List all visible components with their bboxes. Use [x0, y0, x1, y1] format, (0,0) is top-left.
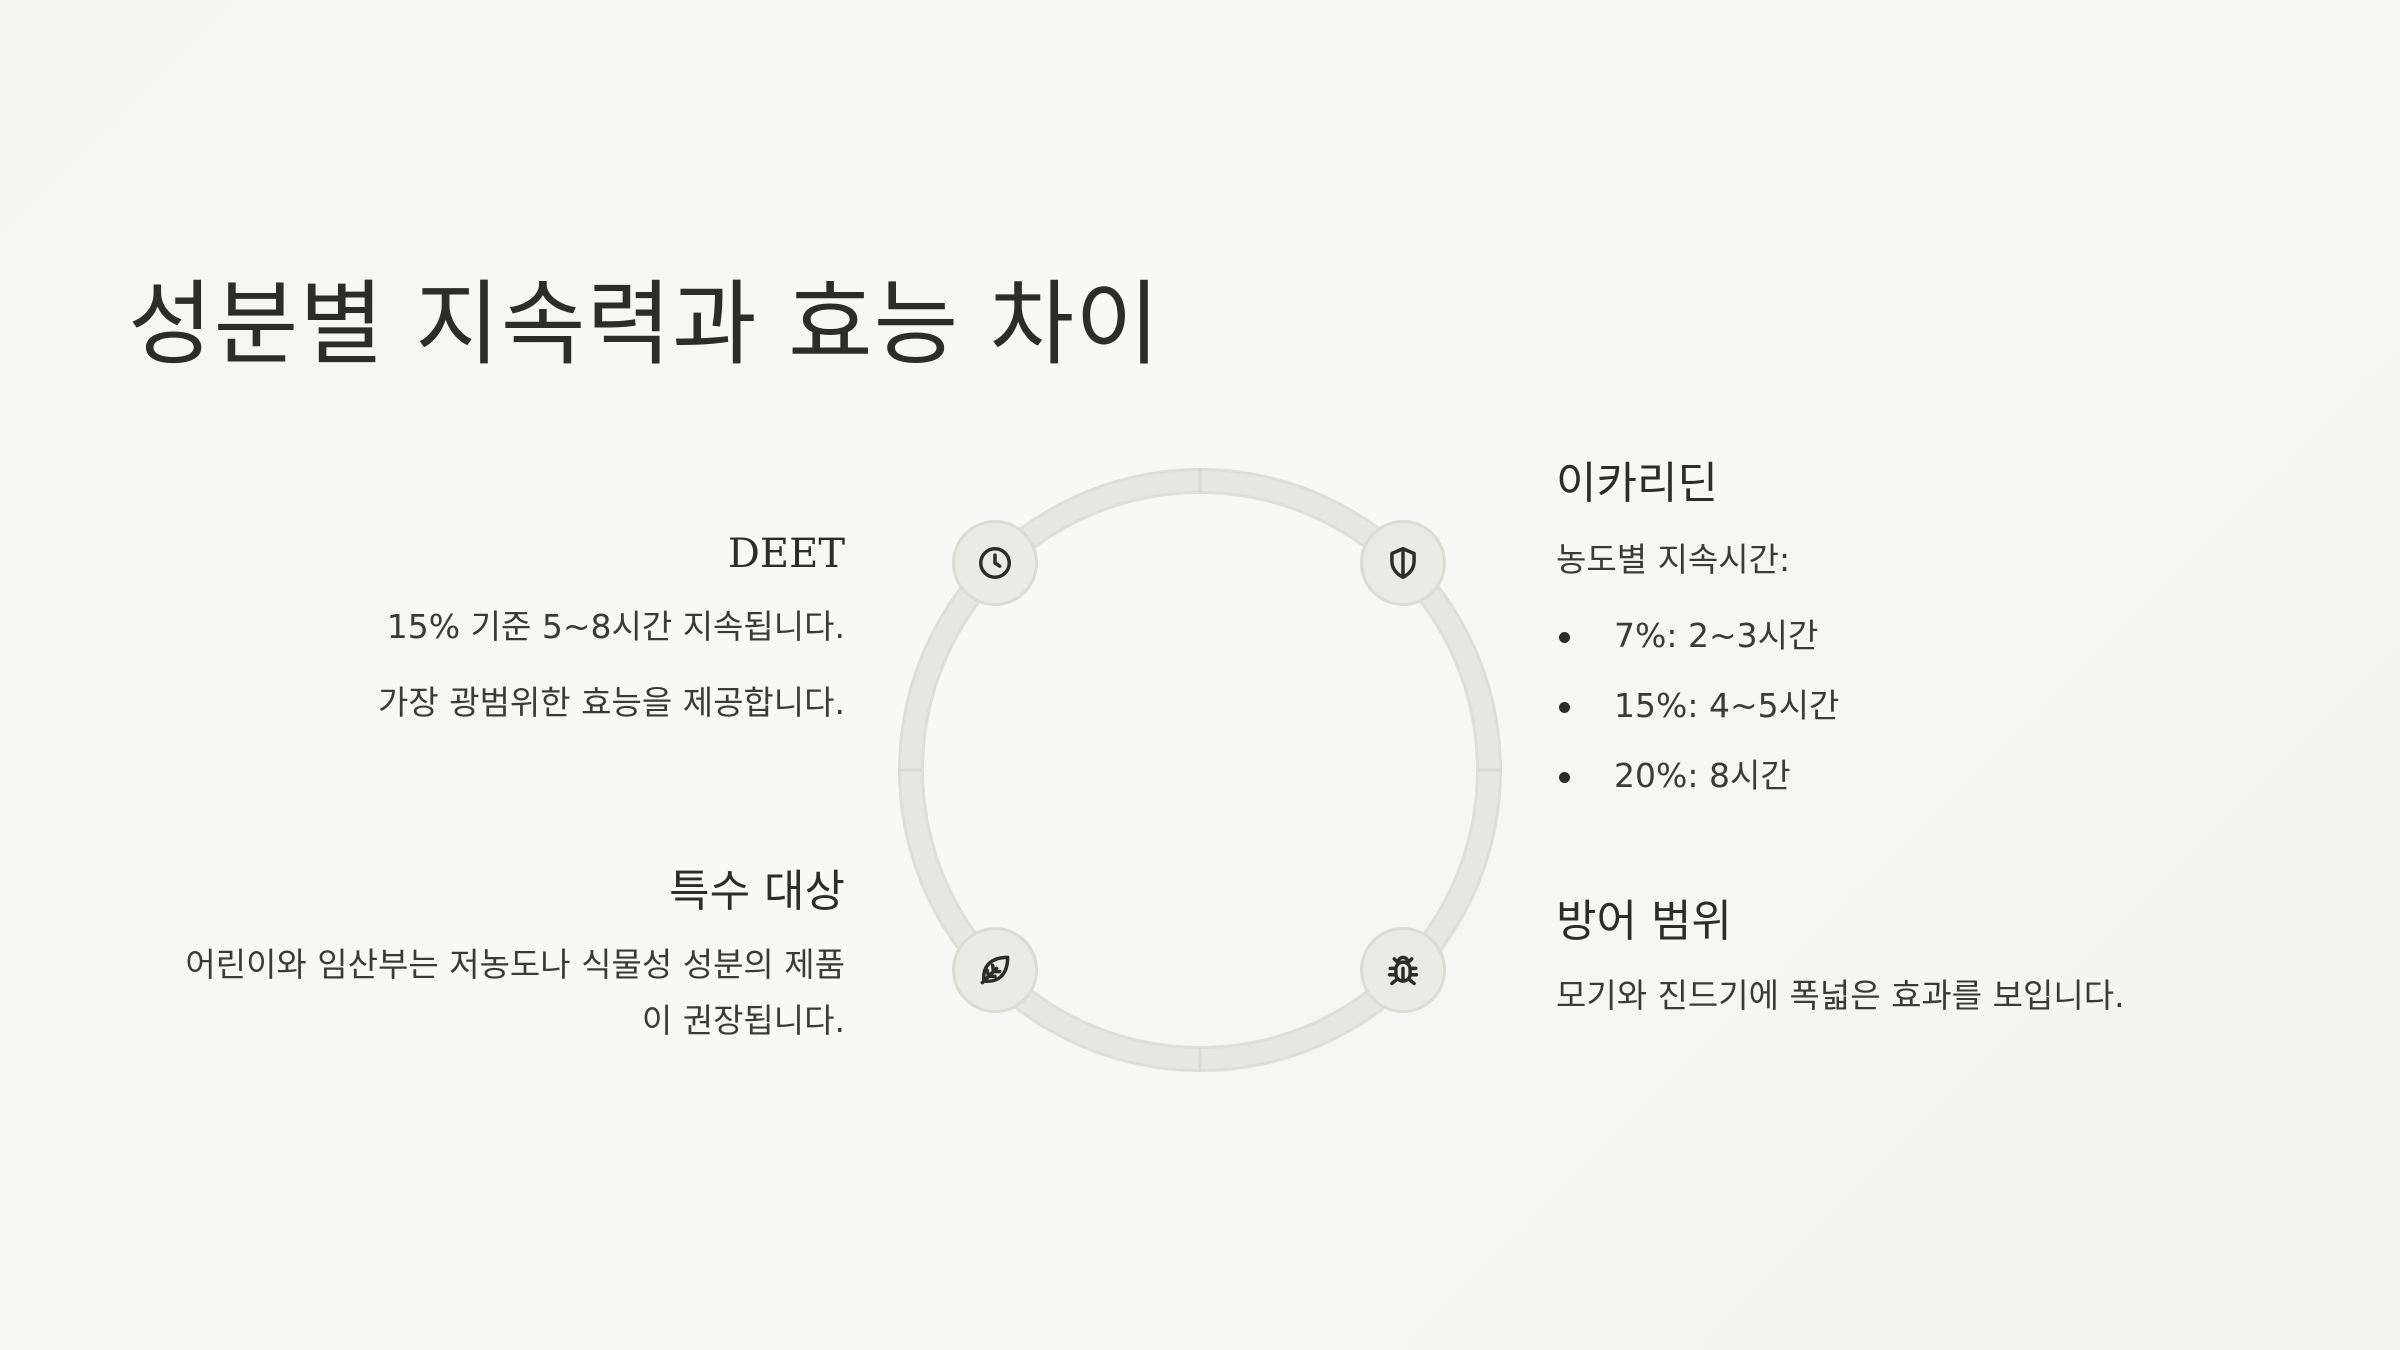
clock-icon-node	[952, 520, 1038, 606]
protection-range-heading: 방어 범위	[1556, 896, 1732, 947]
special-target-section: 특수 대상 어린이와 임산부는 저농도나 식물성 성분의 제품 이 권장됩니다.	[185, 866, 845, 1049]
special-target-text-line1: 어린이와 임산부는 저농도나 식물성 성분의 제품	[185, 944, 845, 984]
list-item: 15%: 4~5시간	[1556, 671, 1839, 741]
deet-efficacy-text: 가장 광범위한 효능을 제공합니다.	[378, 683, 845, 723]
bug-icon-node	[1360, 927, 1446, 1013]
clock-icon	[979, 547, 1011, 579]
icaridin-section: 이카리딘 농도별 지속시간: 7%: 2~3시간 15%: 4~5시간 20%:…	[1556, 458, 1839, 811]
bullet-icon	[1559, 632, 1570, 644]
page-title: 성분별 지속력과 효능 차이	[128, 271, 1161, 378]
bug-icon	[1387, 955, 1419, 986]
deet-heading: DEET	[727, 531, 845, 577]
protection-range-section: 방어 범위 모기와 진드기에 폭넓은 효과를 보입니다.	[1556, 896, 2125, 1023]
special-target-text: 어린이와 임산부는 저농도나 식물성 성분의 제품 이 권장됩니다.	[185, 937, 845, 1049]
icaridin-heading: 이카리딘	[1556, 458, 1718, 509]
shield-icon	[1390, 547, 1416, 579]
leaf-icon	[980, 955, 1010, 985]
list-item: 20%: 8시간	[1556, 741, 1839, 811]
cycle-diagram	[880, 450, 1520, 1090]
leaf-icon-node	[952, 927, 1038, 1013]
deet-section: DEET 15% 기준 5~8시간 지속됩니다. 가장 광범위한 효능을 제공합…	[378, 530, 845, 731]
deet-duration-text: 15% 기준 5~8시간 지속됩니다.	[386, 607, 845, 646]
bullet-icon	[1559, 772, 1570, 784]
icaridin-subheading: 농도별 지속시간:	[1556, 539, 1791, 579]
list-item: 7%: 2~3시간	[1556, 601, 1839, 671]
special-target-heading: 특수 대상	[669, 866, 845, 917]
bullet-icon	[1559, 702, 1570, 714]
shield-icon-node	[1360, 520, 1446, 606]
protection-range-text: 모기와 진드기에 폭넓은 효과를 보입니다.	[1556, 975, 2125, 1015]
ring	[898, 468, 1502, 1072]
icaridin-duration-list: 7%: 2~3시간 15%: 4~5시간 20%: 8시간	[1556, 601, 1839, 811]
special-target-text-line2: 이 권장됩니다.	[641, 1000, 845, 1040]
